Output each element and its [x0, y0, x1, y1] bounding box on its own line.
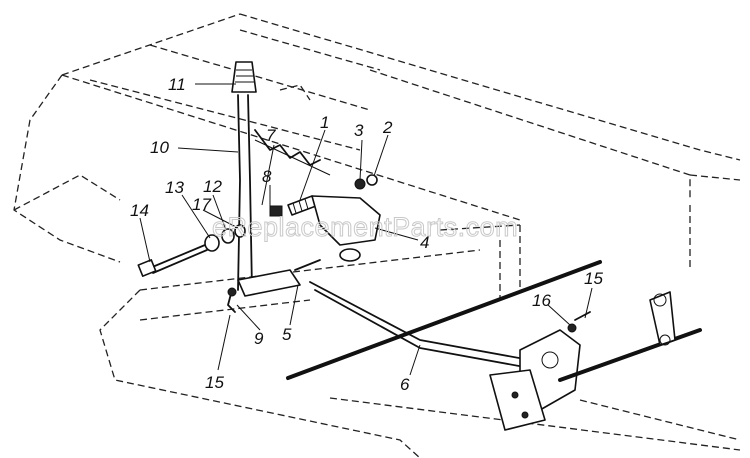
callout-16: 16 — [532, 291, 551, 310]
shift-rod — [286, 260, 602, 380]
housing-outline — [13, 13, 741, 458]
transmission-arm — [489, 291, 702, 431]
callout-3: 3 — [354, 121, 364, 140]
callout-labels: 11 10 7 1 3 2 8 13 12 17 14 4 9 5 15 6 1… — [130, 75, 603, 394]
bolt-and-nut — [354, 174, 378, 190]
callout-8: 8 — [262, 167, 272, 186]
callout-9: 9 — [254, 329, 264, 348]
gate-plate — [254, 129, 331, 176]
callout-7: 7 — [266, 126, 276, 145]
watermark: eReplacementParts.com — [212, 212, 518, 242]
shift-lever — [231, 61, 257, 291]
callout-5: 5 — [282, 325, 292, 344]
callout-15-left: 15 — [205, 373, 224, 392]
callout-14: 14 — [130, 201, 149, 220]
spring-assembly — [269, 195, 317, 217]
callout-10: 10 — [150, 138, 169, 157]
callout-2: 2 — [382, 118, 393, 137]
callout-4: 4 — [420, 233, 429, 252]
callout-1: 1 — [320, 113, 329, 132]
callout-13: 13 — [165, 178, 184, 197]
bracket — [311, 195, 381, 262]
leader-lines — [139, 83, 593, 376]
callout-17: 17 — [192, 195, 211, 214]
callout-12: 12 — [203, 177, 222, 196]
callout-6: 6 — [400, 375, 410, 394]
callout-11: 11 — [168, 75, 186, 94]
callout-15-right: 15 — [584, 269, 603, 288]
lower-arm — [227, 259, 321, 313]
